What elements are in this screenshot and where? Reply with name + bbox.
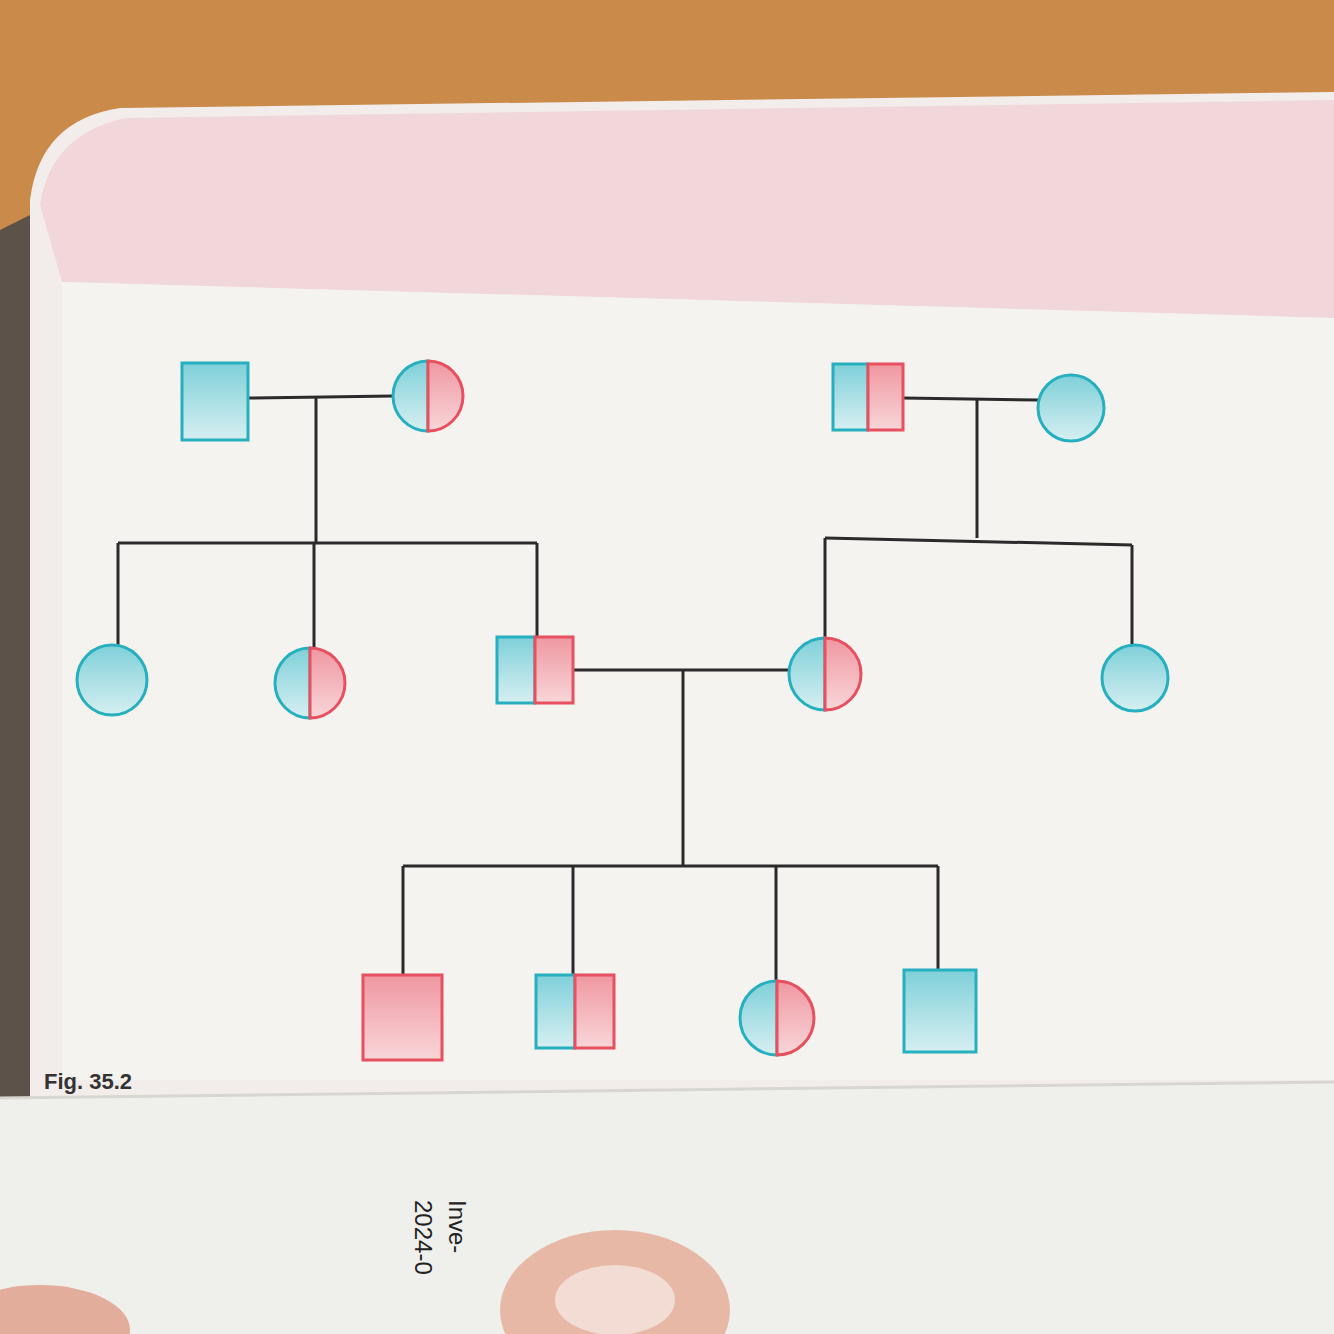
carrier-female: [789, 638, 861, 710]
pedigree-lines: [118, 396, 1132, 981]
carrier-female: [393, 361, 463, 431]
carrier-male: [833, 364, 903, 430]
sheet-text: Inve-: [444, 1200, 470, 1253]
carrier-female: [740, 981, 814, 1055]
covering-sheet: [0, 1082, 1334, 1334]
unaffected-male: [182, 363, 248, 440]
thumbnail: [555, 1265, 675, 1334]
carrier-male: [536, 975, 614, 1048]
unaffected-female: [1102, 645, 1168, 711]
affected-male: [363, 975, 442, 1060]
sheet-text: 2024-0: [410, 1200, 436, 1275]
pink-band: [40, 100, 1334, 318]
carrier-female: [275, 648, 345, 718]
unaffected-male: [904, 970, 976, 1052]
unaffected-female: [1038, 375, 1104, 441]
figure-panel: [62, 282, 1334, 1080]
figure-caption: Fig. 35.2: [44, 1070, 132, 1094]
thumb: [500, 1230, 730, 1334]
carrier-male: [497, 637, 573, 703]
unaffected-female: [77, 645, 147, 715]
sheet-edge: [0, 1082, 1334, 1098]
finger: [0, 1285, 130, 1334]
